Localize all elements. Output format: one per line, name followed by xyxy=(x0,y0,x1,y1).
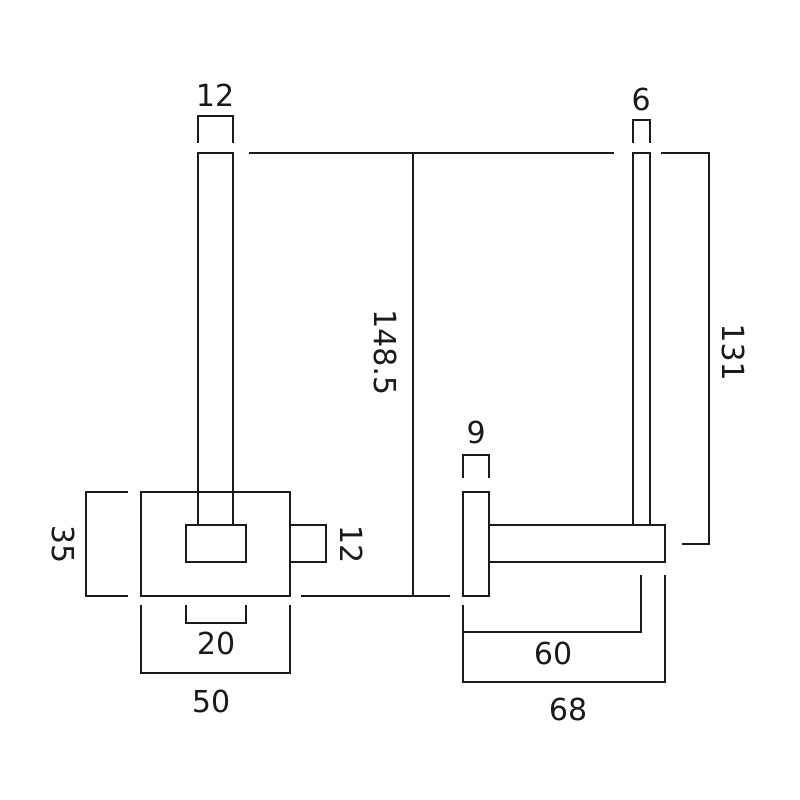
dim-line-overall-depth xyxy=(462,575,666,683)
dim-overall-height: 148.5 xyxy=(366,309,401,395)
dim-line-block-width xyxy=(185,605,247,624)
dim-bar-thickness: 6 xyxy=(631,83,650,118)
dim-line-bar-height xyxy=(661,152,710,545)
dim-line-plate-thickness xyxy=(462,454,490,478)
dim-line-bar-thickness xyxy=(632,119,651,143)
side-vertical-bar xyxy=(632,152,651,526)
dim-block-height: 12 xyxy=(332,525,367,563)
dim-line-bar-width xyxy=(197,115,234,143)
front-block xyxy=(185,524,247,563)
side-arm xyxy=(488,524,666,563)
dim-block-width: 20 xyxy=(197,627,235,662)
dim-line-plate-width xyxy=(140,605,291,674)
dim-plate-width: 50 xyxy=(192,685,230,720)
dim-arm-length: 60 xyxy=(534,637,572,672)
front-view: 12 35 12 20 50 xyxy=(44,79,367,720)
dim-line-plate-height xyxy=(85,491,128,597)
front-base-plate xyxy=(140,491,291,597)
overall-height-dimension: 148.5 xyxy=(249,152,614,597)
dim-overall-depth: 68 xyxy=(549,693,587,728)
side-back-plate xyxy=(462,491,490,597)
side-view: 6 9 131 60 68 xyxy=(462,83,749,728)
dim-bar-height: 131 xyxy=(714,323,749,380)
dim-line-block-height xyxy=(290,524,327,563)
dim-bar-width: 12 xyxy=(196,79,234,114)
dim-plate-thickness: 9 xyxy=(466,416,485,451)
dim-plate-height: 35 xyxy=(44,525,79,563)
front-vertical-bar xyxy=(197,152,234,526)
